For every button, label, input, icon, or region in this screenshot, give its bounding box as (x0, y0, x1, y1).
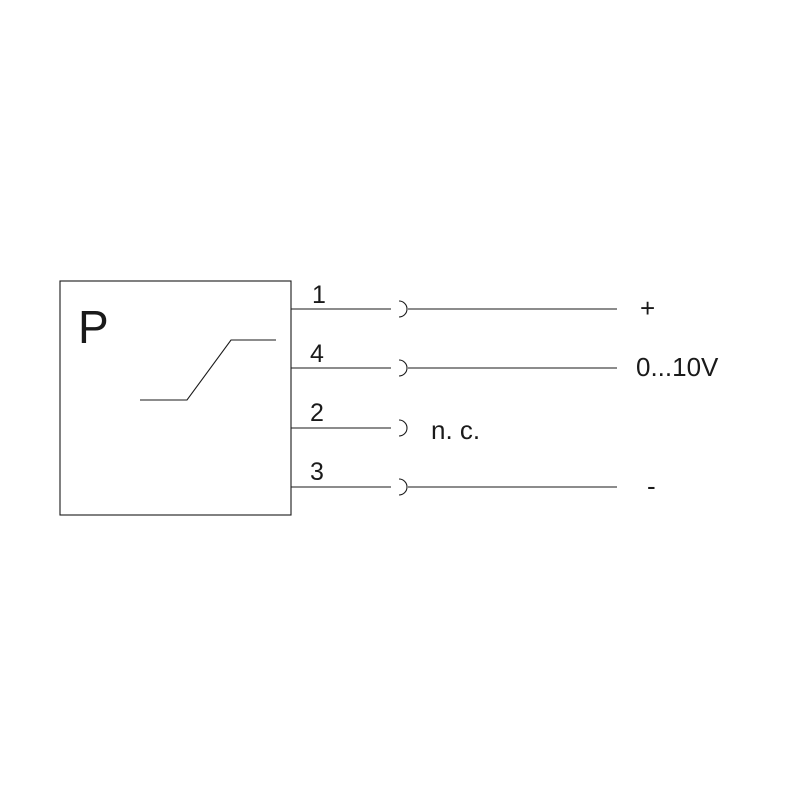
pin-2-connector (398, 419, 408, 437)
pin-1-number: 1 (312, 281, 326, 309)
pin-1: 1 + (291, 281, 655, 323)
pin-3-connector (398, 478, 408, 496)
pin-3: 3 - (291, 458, 656, 501)
pin-1-connector (398, 300, 408, 318)
pin-4-connector (398, 359, 408, 377)
pin-4-signal: 0...10V (636, 352, 719, 382)
sensor-box (59, 280, 292, 516)
pin-2-signal: n. c. (431, 415, 480, 445)
sensor-symbol: P (78, 301, 109, 353)
pin-4-number: 4 (310, 340, 324, 368)
pin-2-number: 2 (310, 399, 324, 427)
pin-4: 4 0...10V (291, 340, 719, 382)
pin-2: 2 n. c. (291, 399, 480, 445)
pin-3-number: 3 (310, 458, 324, 486)
pin-1-signal: + (640, 293, 655, 323)
characteristic-curve (140, 339, 276, 401)
pin-3-signal: - (647, 471, 656, 501)
